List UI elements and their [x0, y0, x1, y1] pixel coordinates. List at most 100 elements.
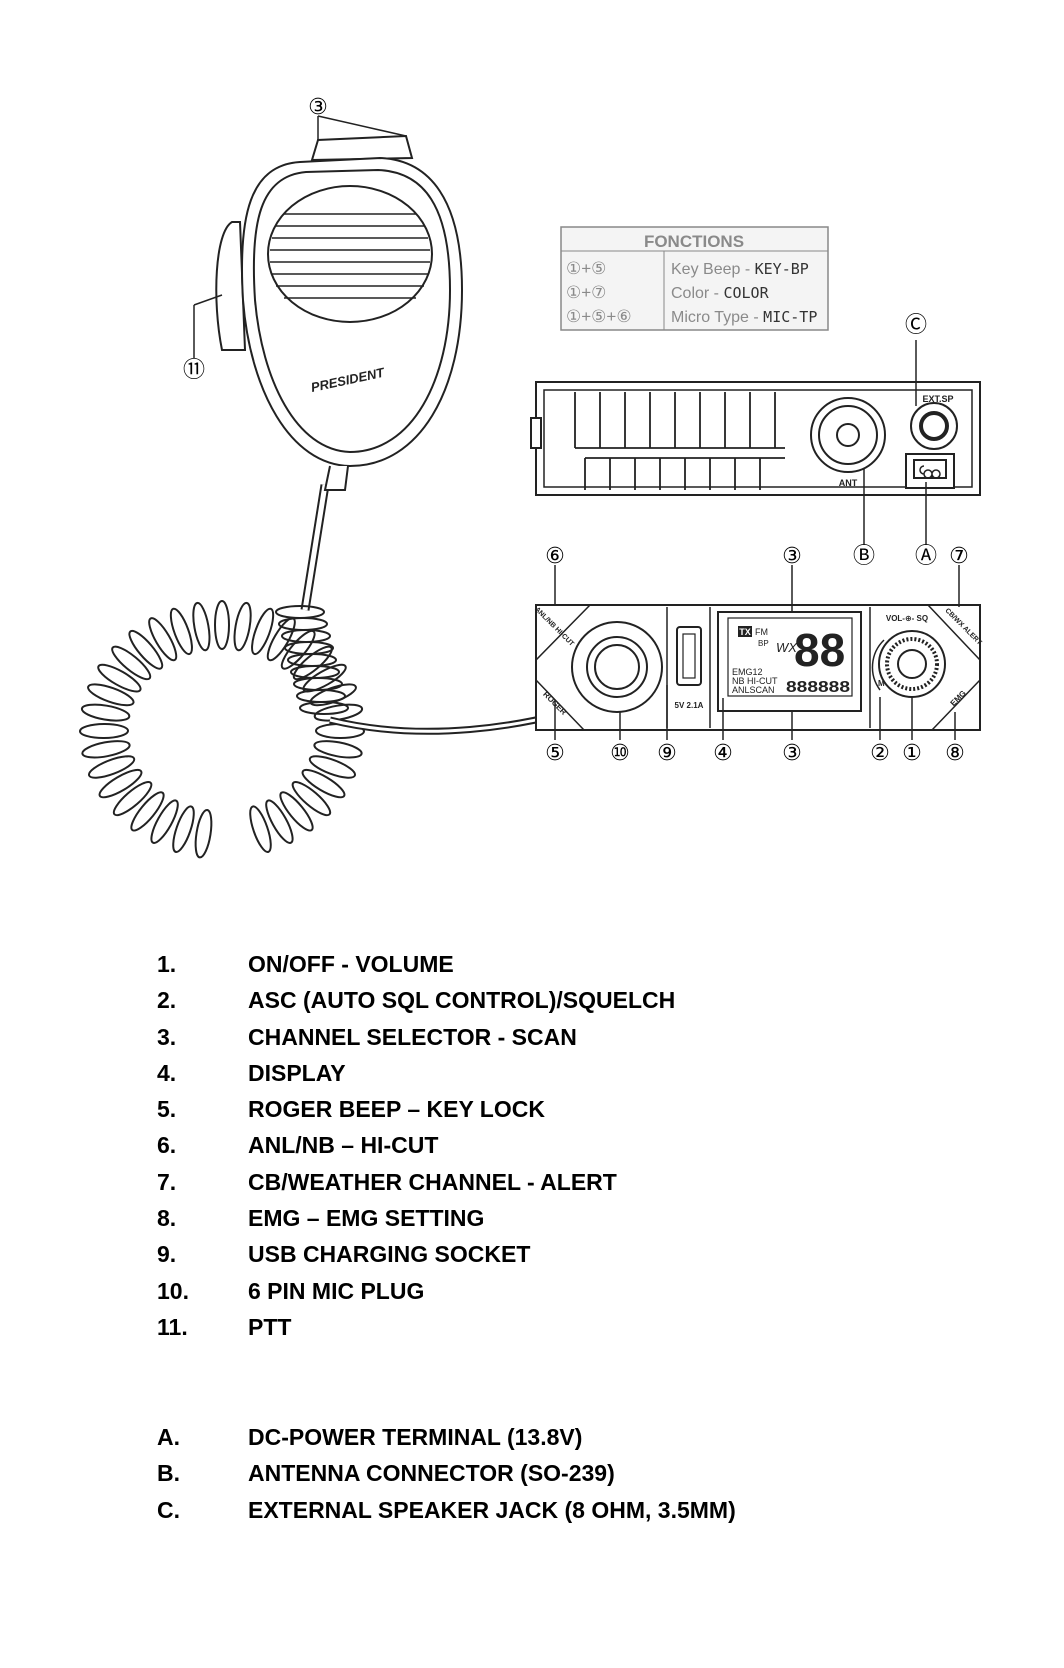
fonctions-keys-2: ①+⑦ [566, 283, 606, 302]
svg-text:Key Beep - KEY-BP: Key Beep - KEY-BP [671, 260, 809, 278]
svg-text:Micro Type - MIC-TP: Micro Type - MIC-TP [671, 308, 817, 326]
callout-leaders-mic [193, 115, 407, 358]
numbered-item-text: ANL/NB – HI-CUT [248, 1132, 439, 1159]
lcd-fm: FM [755, 627, 768, 637]
rear-panel: ANT EXT.SP [530, 381, 981, 496]
numbered-item-number: 8. [157, 1205, 177, 1232]
fonctions-keys-1: ①+⑤ [566, 259, 606, 278]
radio-diagram: PRESIDENT FONCTIONS ①+⑤ ①+⑦ ①+⑤+⑥ Key Be… [79, 94, 983, 859]
cord-coil [292, 645, 333, 681]
numbered-item-text: ROGER BEEP – KEY LOCK [248, 1096, 545, 1123]
cord-coil [130, 791, 165, 832]
numbered-item-text: ON/OFF - VOLUME [248, 951, 454, 977]
callout-leaders-front [554, 565, 960, 740]
lcd-segments: 888888 [786, 679, 850, 696]
callouts: ③ ⑪ Ⓒ ⑥ ③ Ⓑ Ⓐ ⑦ ⑤ ⑩ ⑨ ④ ③ ② ① ⑧ [183, 94, 969, 765]
cord-coil [98, 768, 143, 799]
ant-label: ANT [839, 478, 858, 488]
callout-7: ⑦ [949, 543, 969, 568]
numbered-item-number: 6. [157, 1132, 177, 1159]
cord-coil [80, 703, 131, 722]
numbered-legend: 1. ON/OFF - VOLUME 2.ASC (AUTO SQL CONTROL… [157, 946, 675, 1345]
front-panel [535, 604, 981, 731]
callout-3-mid: ③ [782, 543, 802, 568]
callout-9: ⑨ [657, 740, 677, 765]
cord-coil [278, 617, 328, 631]
cord-coil [79, 722, 129, 740]
cord-coil [249, 805, 272, 853]
lettered-item: B.ANTENNA CONNECTOR (SO-239) [157, 1455, 736, 1491]
cord-coil [279, 791, 314, 832]
numbered-item-number: 1. [157, 951, 177, 977]
coiled-cord [79, 484, 612, 859]
m-label: M [878, 679, 885, 688]
usb-label: 5V 2.1A [675, 701, 704, 710]
numbered-item-number: 7. [157, 1168, 177, 1195]
lcd-bp: BP [758, 639, 769, 648]
cord-coil [81, 740, 131, 759]
numbered-item: 3.CHANNEL SELECTOR - SCAN [157, 1019, 675, 1055]
cord-coil [172, 805, 195, 853]
numbered-item: 2.ASC (AUTO SQL CONTROL)/SQUELCH [157, 982, 675, 1018]
cord-coil [169, 607, 193, 656]
heatsink-fins [574, 392, 785, 490]
lettered-item-text: EXTERNAL SPEAKER JACK (8 OHM, 3.5MM) [248, 1496, 736, 1523]
cord-coil [291, 781, 332, 817]
microphone: PRESIDENT [215, 134, 464, 491]
numbered-item-text: CB/WEATHER CHANNEL - ALERT [248, 1168, 617, 1195]
cord-coil [251, 607, 275, 656]
lettered-item: C.EXTERNAL SPEAKER JACK (8 OHM, 3.5MM) [157, 1492, 736, 1528]
cord-coil [128, 629, 164, 670]
numbered-item-text: PTT [248, 1313, 292, 1340]
cord-coil [148, 617, 178, 662]
callout-11: ⑪ [183, 357, 205, 382]
lettered-item-text: DC-POWER TERMINAL (13.8V) [248, 1424, 583, 1450]
callout-c: Ⓒ [905, 312, 927, 337]
fonctions-box: FONCTIONS ①+⑤ ①+⑦ ①+⑤+⑥ Key Beep - KEY-B… [560, 226, 829, 331]
cord-coil [313, 740, 363, 759]
numbered-item-number: 2. [157, 987, 177, 1014]
cord-coil [214, 600, 230, 650]
lcd-emg12: EMG12 [732, 667, 763, 677]
callout-a: Ⓐ [915, 543, 937, 568]
callout-5: ⑤ [545, 740, 565, 765]
numbered-item: 8. EMG – EMG SETTING [157, 1200, 675, 1236]
lcd-tx: TX [739, 627, 751, 637]
cord-coil [281, 629, 331, 643]
cord-coil [87, 755, 136, 779]
numbered-item-text: CHANNEL SELECTOR - SCAN [248, 1023, 577, 1050]
lettered-legend: A. DC-POWER TERMINAL (13.8V) B.ANTENNA CON… [157, 1419, 736, 1528]
cord-coil [301, 768, 346, 799]
fonctions-label-1: Key Beep - [671, 261, 755, 278]
numbered-item-number: 5. [157, 1096, 177, 1123]
cord-coil [302, 663, 347, 693]
callout-3-bot: ③ [782, 740, 802, 765]
cord-coil [275, 605, 325, 619]
mic-socket [571, 621, 663, 713]
callout-1: ① [902, 740, 922, 765]
fonctions-label-2: Color - [671, 285, 723, 302]
cord-coil [87, 683, 135, 707]
numbered-item-text: EMG – EMG SETTING [248, 1205, 485, 1232]
cord-coil [299, 701, 349, 715]
numbered-item-text: 6 PIN MIC PLUG [248, 1277, 425, 1304]
numbered-item-number: 11. [157, 1313, 188, 1340]
fonctions-lcd-1: KEY-BP [755, 260, 809, 278]
numbered-item: 11. PTT [157, 1309, 675, 1345]
lettered-item-number: A. [157, 1424, 180, 1450]
usb-socket [676, 626, 702, 686]
lettered-item-number: B. [157, 1460, 180, 1487]
numbered-item: 10.6 PIN MIC PLUG [157, 1273, 675, 1309]
vol-sq-label: VOL-⊕- SQ [886, 614, 928, 623]
fonctions-lcd-2: COLOR [723, 284, 769, 302]
fonctions-lcd-3: MIC-TP [763, 308, 817, 326]
callout-8: ⑧ [945, 740, 965, 765]
fonctions-title: FONCTIONS [644, 232, 744, 251]
lcd-nb-hicut: NB HI-CUT [732, 676, 778, 686]
numbered-item: 5. ROGER BEEP – KEY LOCK [157, 1091, 675, 1127]
callout-3-top: ③ [308, 94, 328, 119]
cord-coil [265, 799, 294, 844]
callout-2: ② [870, 740, 890, 765]
cord-coil [194, 808, 213, 859]
callout-6: ⑥ [545, 543, 565, 568]
